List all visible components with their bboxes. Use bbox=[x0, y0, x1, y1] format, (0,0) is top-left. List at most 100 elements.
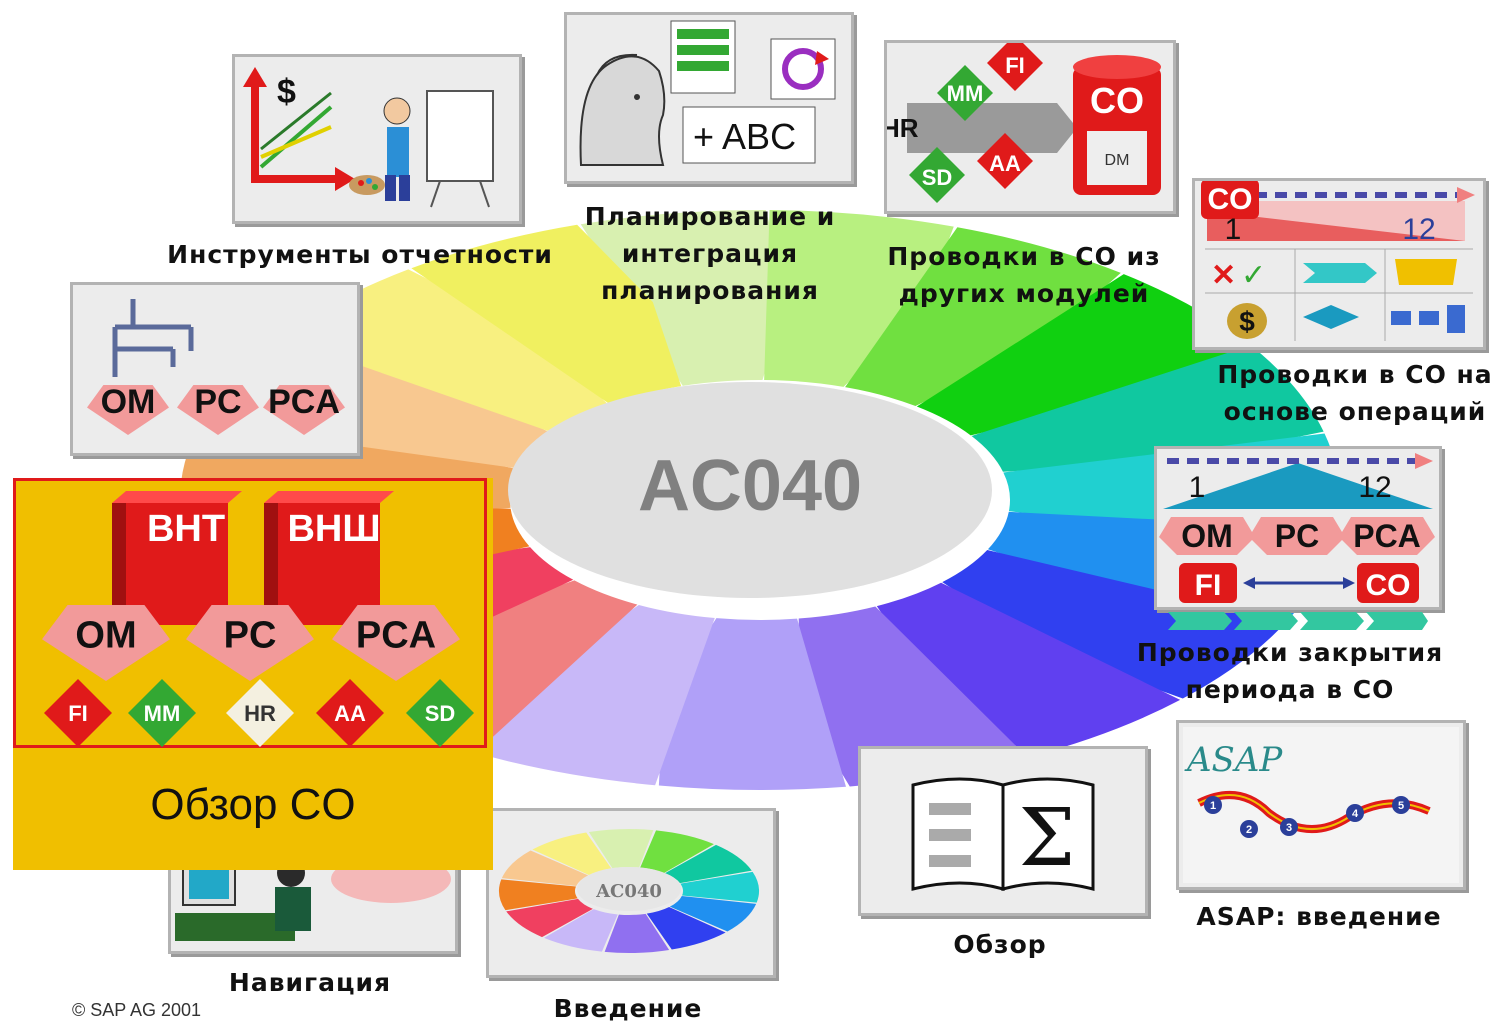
transactional-postings-label: Проводки в CO на основе операций bbox=[1217, 360, 1493, 426]
module-sd-label: SD bbox=[425, 701, 456, 726]
summary-book-icon: Σ bbox=[911, 777, 1095, 891]
asap-label: ASAP: введение bbox=[1196, 902, 1442, 931]
integration-label: Проводки в CO из других модулей bbox=[887, 242, 1161, 308]
org-unit-om-shape bbox=[87, 385, 169, 435]
svg-text:FI: FI bbox=[1005, 53, 1025, 78]
svg-text:AC040: AC040 bbox=[595, 881, 662, 902]
wheel-segment bbox=[798, 606, 1028, 787]
wheel-segment bbox=[942, 550, 1288, 699]
mini-wheel-icon: AC040 bbox=[499, 829, 759, 953]
component-om-label: OM bbox=[75, 615, 136, 657]
component-pca-label: PCA bbox=[356, 615, 436, 657]
component-pc-shape bbox=[186, 605, 314, 681]
wheel-segment bbox=[279, 269, 609, 433]
org-unit-pc-label: PC bbox=[194, 383, 241, 421]
asap-phase-marker bbox=[1392, 796, 1410, 814]
period-end-card[interactable]: 1 12 OM PC PCA FI CO bbox=[1154, 446, 1442, 610]
planning-label: Планирование и интеграция планирования bbox=[584, 202, 836, 305]
period-end-icon: 1 12 OM PC PCA FI CO bbox=[1159, 453, 1435, 603]
transactional-postings-icon: CO 1 12 ✕ ✓ $ bbox=[1201, 179, 1475, 341]
mini-wheel-segment bbox=[665, 844, 752, 884]
mini-wheel-segment bbox=[588, 829, 654, 869]
integration-card[interactable]: MM FI HR SD AA CO DM bbox=[881, 35, 1176, 214]
module-hr-diamond bbox=[226, 679, 294, 747]
module-aa-label: AA bbox=[334, 701, 366, 726]
module-mm-label: MM bbox=[144, 701, 181, 726]
org-unit-pca-shape bbox=[263, 385, 345, 435]
svg-text:1: 1 bbox=[1189, 471, 1206, 504]
component-om-shape bbox=[42, 605, 170, 681]
svg-text:1: 1 bbox=[1225, 213, 1242, 246]
svg-text:Σ: Σ bbox=[1019, 791, 1076, 884]
abc-label: + ABC bbox=[693, 116, 796, 157]
wheel-segment bbox=[971, 345, 1324, 472]
svg-text:PCA: PCA bbox=[1353, 518, 1421, 554]
copyright: © SAP AG 2001 bbox=[72, 1000, 202, 1020]
wheel-segment bbox=[580, 210, 789, 386]
asap-phase-number: 1 bbox=[1210, 800, 1216, 812]
book-label: ВНТ bbox=[147, 508, 225, 550]
svg-text:FI: FI bbox=[1195, 569, 1222, 602]
mini-wheel-segment bbox=[499, 879, 578, 911]
asap-phase-number: 3 bbox=[1286, 822, 1292, 834]
module-sd-diamond bbox=[406, 679, 474, 747]
transactional-postings-card[interactable]: CO 1 12 ✕ ✓ $ bbox=[1192, 178, 1486, 350]
current-topic-title: Обзор CO bbox=[150, 780, 356, 829]
mini-wheel-segment bbox=[604, 913, 670, 953]
svg-text:DM: DM bbox=[1105, 152, 1130, 169]
svg-text:SD: SD bbox=[922, 165, 953, 190]
course-code-title: AC040 bbox=[637, 446, 863, 526]
asap-phase-marker bbox=[1280, 818, 1298, 836]
svg-text:ASAP: ASAP bbox=[1184, 740, 1283, 780]
svg-text:MM: MM bbox=[947, 81, 984, 106]
introduction-card[interactable]: AC040 bbox=[486, 808, 776, 978]
mini-wheel-segment bbox=[680, 871, 759, 903]
reporting-tools-label: Инструменты отчетности bbox=[167, 240, 553, 269]
svg-text:12: 12 bbox=[1402, 213, 1435, 246]
module-fi-label: FI bbox=[68, 701, 88, 726]
svg-text:✓: ✓ bbox=[1241, 258, 1266, 293]
mini-wheel-segment bbox=[544, 909, 618, 952]
summary-card[interactable]: Σ bbox=[858, 746, 1148, 916]
svg-text:$: $ bbox=[1239, 306, 1255, 337]
svg-text:CO: CO bbox=[1208, 183, 1253, 216]
module-aa-diamond bbox=[316, 679, 384, 747]
svg-text:AA: AA bbox=[989, 151, 1021, 176]
reporting-tools-card[interactable]: $ bbox=[232, 54, 522, 224]
svg-text:✕: ✕ bbox=[1211, 259, 1236, 292]
org-unit-om-label: OM bbox=[101, 383, 156, 421]
svg-text:12: 12 bbox=[1358, 471, 1391, 504]
component-pca-shape bbox=[332, 605, 460, 681]
navigation-label: Навигация bbox=[228, 968, 392, 997]
mini-wheel-segment bbox=[532, 832, 612, 875]
book-label: ВНШ bbox=[287, 508, 380, 550]
integration-icon: MM FI HR SD AA CO DM bbox=[881, 35, 1161, 203]
mini-wheel-segment bbox=[506, 898, 593, 938]
wheel-segment bbox=[876, 582, 1181, 757]
planning-card[interactable]: + ABC bbox=[564, 12, 854, 184]
module-hr-label: HR bbox=[244, 701, 276, 726]
asap-phase-marker bbox=[1204, 796, 1222, 814]
svg-text:CO: CO bbox=[1366, 569, 1411, 602]
period-end-steps bbox=[1168, 612, 1428, 630]
mini-wheel-segment bbox=[646, 907, 726, 950]
org-unit-pca-label: PCA bbox=[268, 383, 340, 421]
asap-phase-marker bbox=[1240, 820, 1258, 838]
org-units-card[interactable]: OM PC PCA bbox=[70, 282, 360, 456]
org-unit-pc-shape bbox=[177, 385, 259, 435]
wheel-segment bbox=[658, 618, 846, 790]
introduction-label: Введение bbox=[553, 994, 703, 1023]
asap-phase-number: 5 bbox=[1398, 800, 1404, 812]
wheel-segment bbox=[916, 274, 1249, 436]
summary-label: Обзор bbox=[953, 930, 1047, 959]
period-end-label: Проводки закрытия периода в CO bbox=[1136, 638, 1444, 704]
module-fi-diamond bbox=[44, 679, 112, 747]
planning-icon: + ABC bbox=[579, 20, 836, 166]
org-units-icon: OM PC PCA bbox=[87, 299, 345, 435]
svg-text:HR: HR bbox=[887, 113, 919, 143]
svg-text:PC: PC bbox=[1275, 518, 1319, 554]
